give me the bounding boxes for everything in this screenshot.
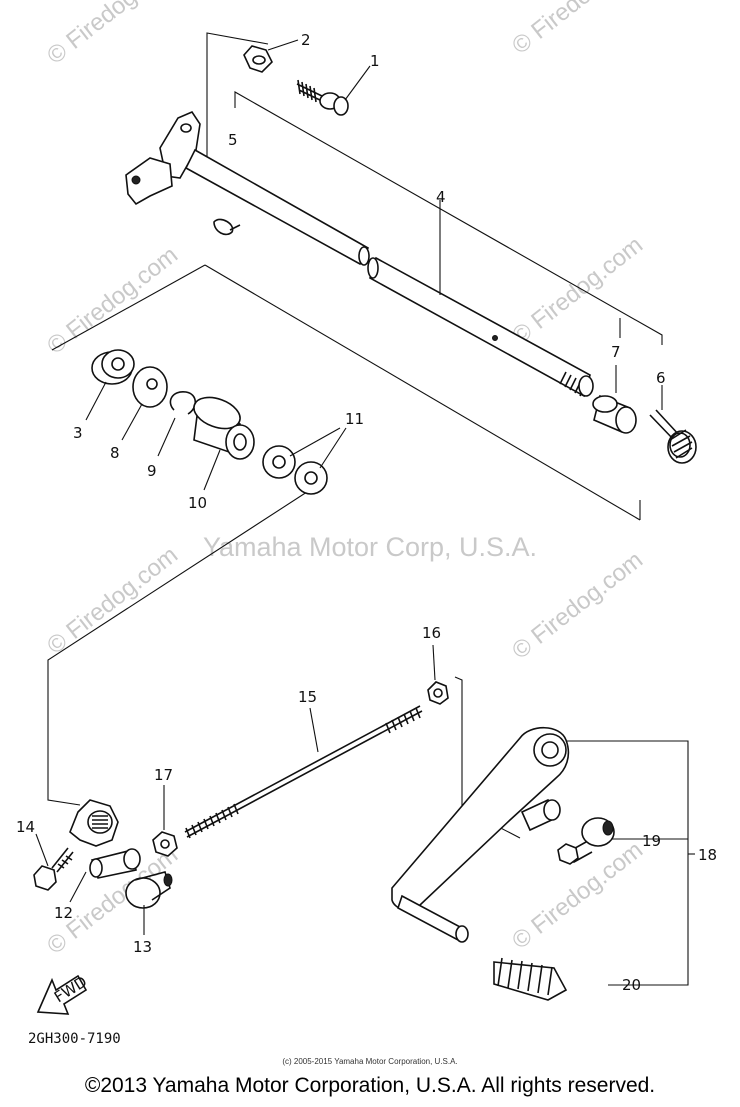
front-arrow-icon: FWD	[36, 972, 90, 1015]
part-7-collar	[592, 365, 637, 434]
watermark-site-3: © Firedog.com	[42, 241, 183, 359]
callout-6: 6	[656, 369, 666, 387]
part-9-circlip	[157, 391, 197, 457]
front-arrow-label: FWD	[51, 972, 90, 1006]
part-19-joint	[557, 817, 615, 865]
part-17-nut	[152, 785, 178, 857]
part-10-bushing	[193, 396, 255, 491]
callout-14: 14	[16, 818, 35, 836]
callout-19: 19	[642, 832, 661, 850]
callout-17: 17	[154, 766, 173, 784]
callouts: 1 2 3 4 5 6 7 8 9 10 11 12 13 14 15 16 1…	[16, 31, 717, 994]
watermark-site-1: © Firedog.com	[42, 0, 183, 70]
part-3-seal	[85, 349, 135, 421]
part-15-shift-rod	[184, 705, 423, 839]
watermark-site-6: © Firedog.com	[507, 546, 648, 664]
callout-16: 16	[422, 624, 441, 642]
part-4-shift-shaft	[125, 111, 594, 398]
part-16-nut	[427, 644, 449, 705]
callout-1: 1	[370, 52, 380, 70]
callout-5: 5	[228, 131, 238, 149]
callout-7: 7	[611, 343, 621, 361]
part-13-joint	[125, 871, 173, 935]
callout-20: 20	[622, 976, 641, 994]
footer-copyright: ©2013 Yamaha Motor Corporation, U.S.A. A…	[84, 1074, 656, 1097]
upper-assembly-brackets	[47, 32, 663, 806]
callout-18: 18	[698, 846, 717, 864]
part-1-bolt	[296, 65, 371, 116]
callout-2: 2	[301, 31, 311, 49]
callout-3: 3	[73, 424, 83, 442]
part-20-pedal-rubber	[493, 957, 568, 1001]
callout-13: 13	[133, 938, 152, 956]
part-12-shift-arm	[69, 799, 141, 903]
callout-4: 4	[436, 188, 446, 206]
callout-8: 8	[110, 444, 120, 462]
part-18-shift-pedal	[391, 727, 570, 943]
part-8-washer	[121, 366, 168, 441]
callout-10: 10	[188, 494, 207, 512]
callout-12: 12	[54, 904, 73, 922]
watermark-site-4: © Firedog.com	[507, 231, 648, 349]
part-11-collars	[262, 427, 347, 495]
part-5-pin	[213, 218, 241, 236]
callout-9: 9	[147, 462, 157, 480]
drawing-code: 2GH300-7190	[28, 1031, 121, 1047]
watermark-main: Yamaha Motor Corp, U.S.A.	[203, 532, 537, 562]
part-2-nut	[243, 39, 299, 73]
small-copyright: (c) 2005-2015 Yamaha Motor Corporation, …	[282, 1057, 457, 1066]
watermark-site-2: © Firedog.com	[507, 0, 648, 60]
callout-11: 11	[345, 410, 364, 428]
part-14-bolt	[33, 833, 74, 891]
callout-15: 15	[298, 688, 317, 706]
watermark-site-5: © Firedog.com	[42, 541, 183, 659]
part-6-spring	[649, 385, 697, 464]
